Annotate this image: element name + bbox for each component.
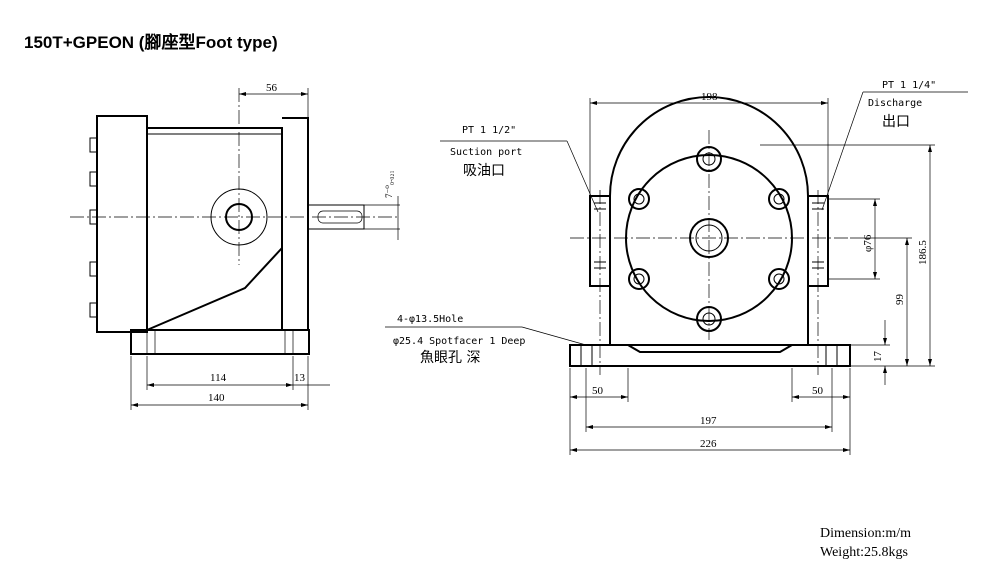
spotface-label-cn: 魚眼孔 深 (420, 350, 480, 366)
dim-198: 198 (701, 91, 718, 103)
inlet-label-cn: 吸油口 (463, 163, 505, 179)
foot-bracket (282, 117, 309, 331)
dim-99: 99 (894, 294, 906, 306)
front-base (569, 344, 851, 367)
dim-50-right: 50 (812, 385, 824, 397)
end-cover (96, 115, 148, 333)
dim-197: 197 (700, 415, 717, 427)
flange-bolts (628, 146, 790, 332)
spotface-spec: φ25.4 Spotfacer 1 Deep (393, 336, 525, 347)
hole-spec: 4-φ13.5Hole (397, 314, 463, 325)
base-plate (130, 329, 310, 355)
dim-13: 13 (294, 372, 306, 384)
front-view: 198 PT 1 1/4" Discharge 出口 PT 1 1/2" Suc… (385, 80, 968, 455)
inlet-label: Suction port (450, 147, 522, 158)
dim-shaft-tolerance: 7⁻⁰₀.₀₂₁ (384, 170, 394, 198)
page-title: 150T+GPEON (腳座型Foot type) (24, 32, 278, 52)
dim-17: 17 (872, 351, 884, 363)
outlet-pt: PT 1 1/4" (882, 80, 936, 91)
dim-phi76: φ76 (862, 234, 874, 252)
dim-114: 114 (210, 372, 227, 384)
outlet-label-cn: 出口 (882, 114, 910, 130)
dim-50-left: 50 (592, 385, 604, 397)
end-bolts (89, 137, 98, 318)
dim-56: 56 (266, 82, 278, 94)
dim-226: 226 (700, 438, 717, 450)
side-view: 56 7⁻⁰₀.₀₂₁ 114 13 140 (70, 82, 400, 410)
front-body (609, 96, 809, 346)
outlet-label: Discharge (868, 98, 922, 109)
inlet-pt: PT 1 1/2" (462, 125, 516, 136)
pump-body (147, 127, 283, 331)
bracket-rib (146, 247, 283, 331)
weight: Weight:25.8kgs (820, 545, 908, 560)
dim-140: 140 (208, 392, 225, 404)
dim-186-5: 186.5 (917, 240, 929, 265)
dimension-unit: Dimension:m/m (820, 526, 911, 541)
